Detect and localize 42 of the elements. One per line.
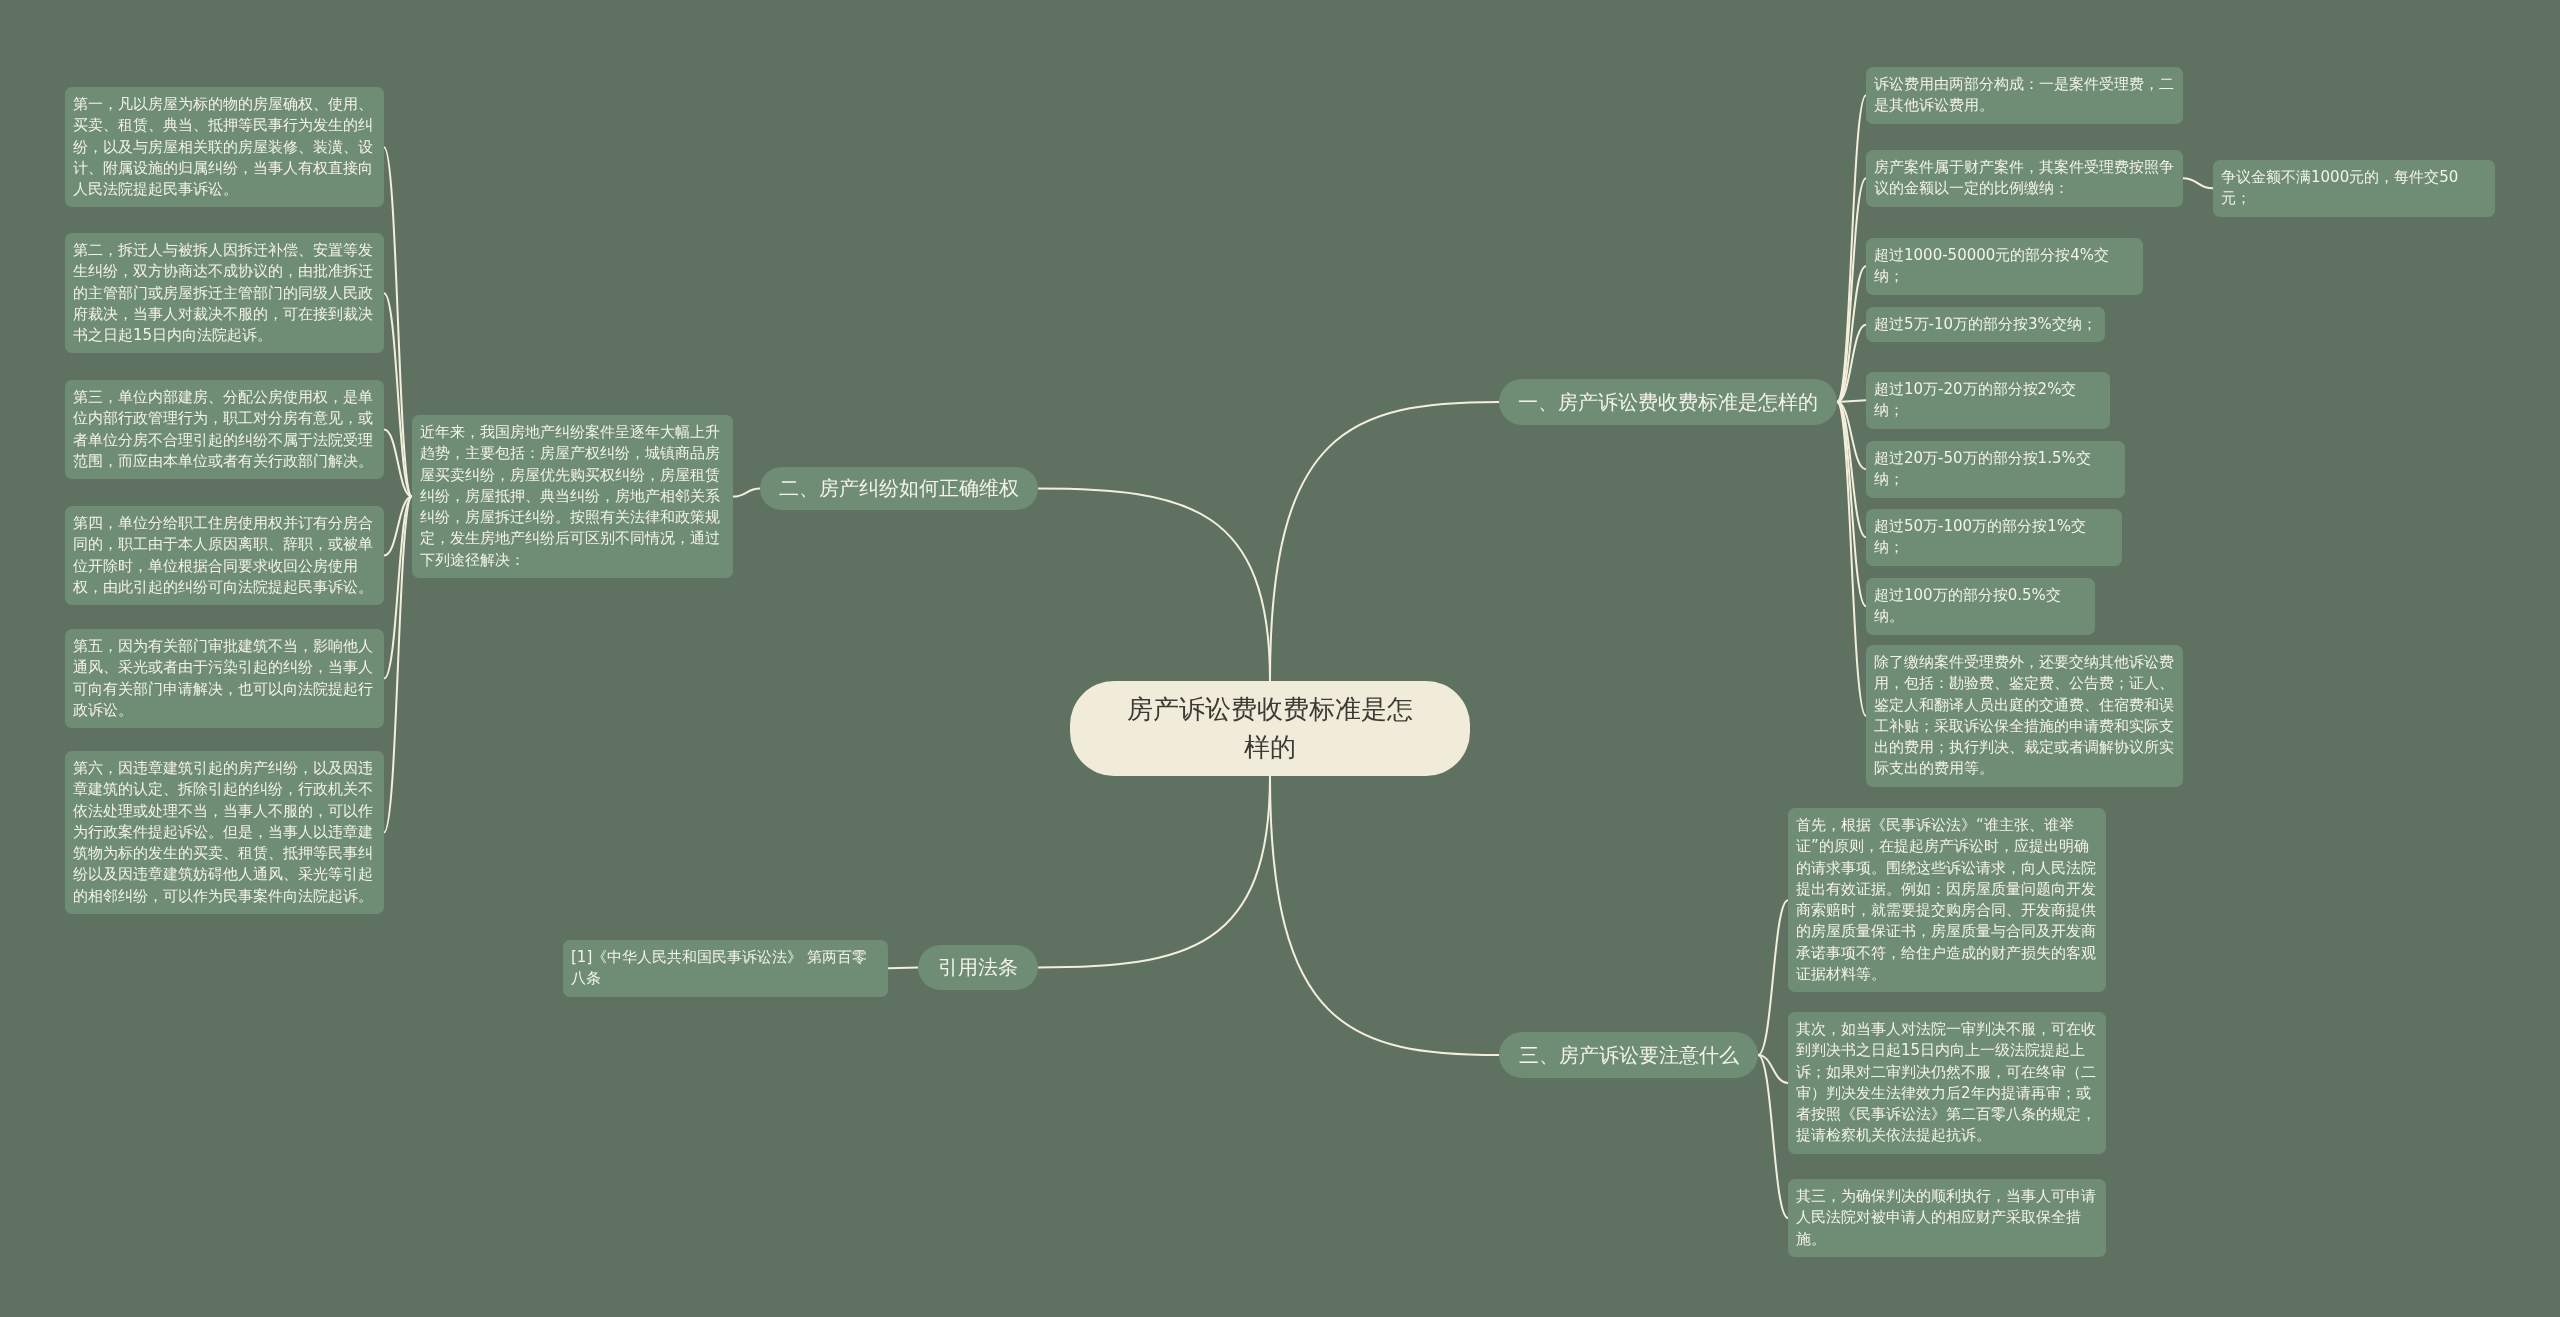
text-box: 第六，因违章建筑引起的房产纠纷，以及因违章建筑的认定、拆除引起的纠纷，行政机关不依法处理或处理不当，当事人不服的，可以作为行政案件提起诉讼。但是，当事人以违章建筑物为标的发生的买卖、租赁、抵押等民事纠纷以及因违章建筑妨碍他人通风、采光等引起的相邻纠纷，可以作为民事案件向法院起诉。 xyxy=(65,751,384,915)
connector-line xyxy=(1757,1054,1789,1084)
text-box: 超过1000-50000元的部分按4%交纳； xyxy=(1866,238,2143,295)
topic-pill: 三、房产诉讼要注意什么 xyxy=(1499,1032,1758,1078)
topic-pill: 二、房产纠纷如何正确维权 xyxy=(760,467,1038,510)
text-box: 其三，为确保判决的顺利执行，当事人可申请人民法院对被申请人的相应财产采取保全措施。 xyxy=(1788,1179,2106,1257)
central-topic: 房产诉讼费收费标准是怎样的 xyxy=(1070,681,1470,776)
connector-line xyxy=(1269,775,1500,1056)
text-box: 首先，根据《民事诉讼法》“谁主张、谁举证”的原则，在提起房产诉讼时，应提出明确的请求事项。围绕这些诉讼请求，向人民法院提出有效证据。例如：因房屋质量问题向开发商索赔时，就需要提交购房合同、开发商提供的房屋质量保证书，房屋质量与合同及开发商承诺事项不符，给住户造成的财产损失的客观证据材料等。 xyxy=(1788,808,2106,993)
connector-line xyxy=(1757,899,1789,1056)
text-box: 其次，如当事人对法院一审判决不服，可在收到判决书之日起15日内向上一级法院提起上诉；如果对二审判决仍然不服，可在终审（二审）判决发生法律效力后2年内提请再审；或者按照《民事诉讼法》第二百零八条的规定，提请检察机关依法提起抗诉。 xyxy=(1788,1012,2106,1154)
text-box: 超过10万-20万的部分按2%交纳； xyxy=(1866,372,2110,429)
text-box: 超过100万的部分按0.5%交纳。 xyxy=(1866,578,2095,635)
connector-line xyxy=(1037,487,1271,682)
connector-line xyxy=(887,966,919,970)
connector-line xyxy=(383,428,413,498)
text-box: [1]《中华人民共和国民事诉讼法》 第两百零八条 xyxy=(563,940,888,997)
text-box: 除了缴纳案件受理费外，还要交纳其他诉讼费用，包括：勘验费、鉴定费、公告费；证人、鉴定人和翻译人员出庭的交通费、住宿费和误工补贴；采取诉讼保全措施的申请费和实际支出的费用；执行判决、裁定或者调解协议所实际支出的费用等。 xyxy=(1866,645,2183,787)
text-box: 第二，拆迁人与被拆人因拆迁补偿、安置等发生纠纷，双方协商达不成协议的，由批准拆迁的主管部门或房屋拆迁主管部门的同级人民政府裁决，当事人对裁决不服的，可在接到裁决书之日起15日内向法院起诉。 xyxy=(65,233,384,354)
text-box: 超过50万-100万的部分按1%交纳； xyxy=(1866,509,2122,566)
text-box: 超过5万-10万的部分按3%交纳； xyxy=(1866,307,2105,343)
connector-line xyxy=(732,487,761,498)
connector-line xyxy=(1757,1054,1789,1219)
text-box: 超过20万-50万的部分按1.5%交纳； xyxy=(1866,441,2125,498)
connector-line xyxy=(1836,401,1867,608)
text-box: 争议金额不满1000元的，每件交50元； xyxy=(2213,160,2495,217)
connector-line xyxy=(1836,94,1867,403)
topic-pill: 引用法条 xyxy=(918,945,1038,990)
text-box: 近年来，我国房地产纠纷案件呈逐年大幅上升趋势，主要包括：房屋产权纠纷，城镇商品房屋买卖纠纷，房屋优先购买权纠纷，房屋租赁纠纷，房屋抵押、典当纠纷，房地产相邻关系纠纷，房屋拆迁纠纷。按照有关法律和政策规定，发生房地产纠纷后可区别不同情况，通过下列途径解决： xyxy=(412,415,733,579)
connector-line xyxy=(1836,401,1867,717)
text-box: 房产案件属于财产案件，其案件受理费按照争议的金额以一定的比例缴纳： xyxy=(1866,150,2183,207)
text-box: 第一，凡以房屋为标的物的房屋确权、使用、买卖、租赁、典当、抵押等民事行为发生的纠纷，以及与房屋相关联的房屋装修、装潢、设计、附属设施的归属纠纷，当事人有权直接向人民法院提起民事诉讼。 xyxy=(65,87,384,208)
connector-line xyxy=(2182,177,2214,190)
connector-line xyxy=(383,495,413,557)
connector-line xyxy=(383,495,413,834)
text-box: 第四，单位分给职工住房使用权并订有分房合同的，职工由于本人原因离职、辞职，或被单位开除时，单位根据合同要求收回公房使用权，由此引起的纠纷可向法院提起民事诉讼。 xyxy=(65,506,384,606)
text-box: 第五，因为有关部门审批建筑不当，影响他人通风、采光或者由于污染引起的纠纷，当事人可向有关部门申请解决，也可以向法院提起行政诉讼。 xyxy=(65,629,384,729)
connector-line xyxy=(383,495,413,680)
connector-line xyxy=(383,292,413,498)
text-box: 诉讼费用由两部分构成：一是案件受理费，二是其他诉讼费用。 xyxy=(1866,67,2183,124)
topic-pill: 一、房产诉讼费收费标准是怎样的 xyxy=(1499,379,1837,425)
text-box: 第三，单位内部建房、分配公房使用权，是单位内部行政管理行为，职工对分房有意见，或者单位分房不合理引起的纠纷不属于法院受理范围，而应由本单位或者有关行政部门解决。 xyxy=(65,380,384,480)
